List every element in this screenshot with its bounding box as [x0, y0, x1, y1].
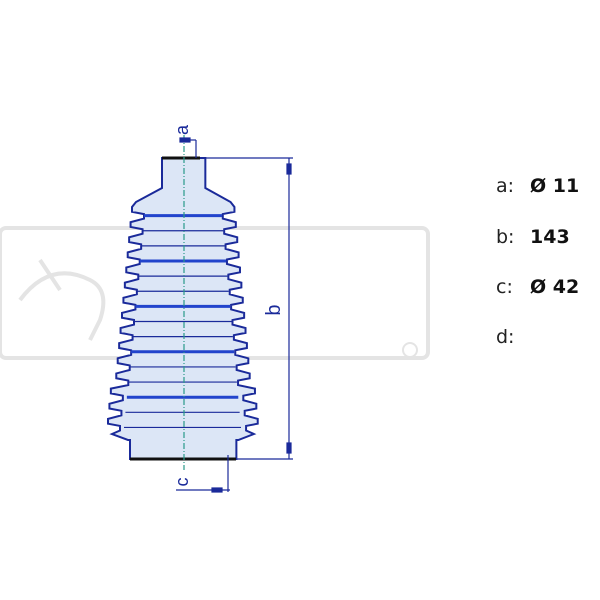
spec-d: d: — [496, 326, 515, 348]
spec-c: c:Ø 42 — [496, 276, 580, 298]
dimension-label-c: c — [172, 478, 192, 487]
spec-b: b:143 — [496, 226, 570, 248]
spec-a: a:Ø 11 — [496, 175, 580, 197]
boot-outline — [107, 157, 259, 460]
dimension-a — [179, 137, 197, 158]
dimension-label-b: b — [263, 304, 285, 315]
dimension-label-a: a — [172, 124, 192, 135]
dimension-b — [200, 157, 293, 460]
boot-body — [107, 156, 259, 461]
dimension-c — [176, 455, 230, 493]
